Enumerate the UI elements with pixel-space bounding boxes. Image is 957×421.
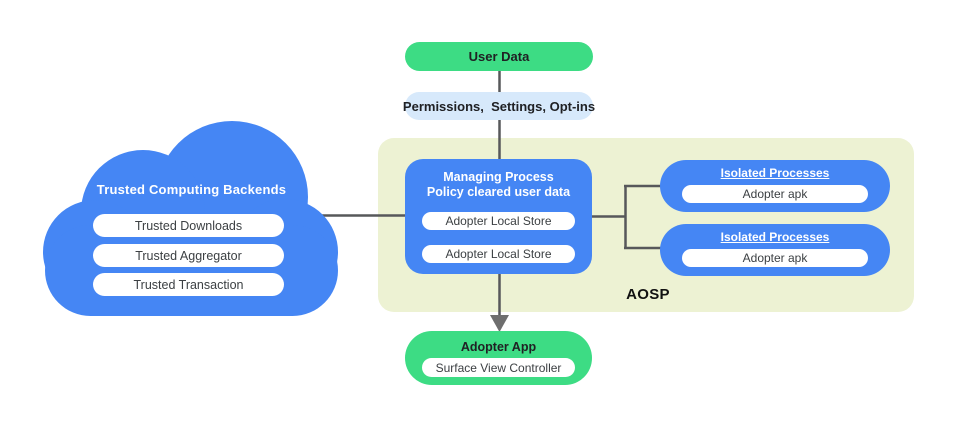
aosp-label: AOSP (626, 286, 670, 303)
isolated-process-title-2: Isolated Processes (720, 230, 830, 244)
adopter-local-store-pill-2: Adopter Local Store (422, 245, 575, 263)
cloud-title: Trusted Computing Backends (96, 182, 287, 197)
adopter-local-store-pill-1: Adopter Local Store (422, 212, 575, 230)
managing-process-title-line1: Managing Process (443, 170, 554, 184)
trusted-transaction-pill: Trusted Transaction (93, 273, 284, 296)
isolated-process-title-1: Isolated Processes (720, 166, 830, 180)
isolated-process-box-1: Isolated Processes Adopter apk (660, 160, 890, 212)
adopter-apk-pill-1: Adopter apk (682, 185, 868, 203)
trusted-computing-backends-cloud: Trusted Computing Backends Trusted Downl… (43, 120, 338, 316)
adopter-app-box: Adopter App Surface View Controller (405, 331, 592, 385)
surface-view-controller-pill: Surface View Controller (422, 358, 575, 377)
trusted-downloads-pill: Trusted Downloads (93, 214, 284, 237)
adopter-app-title: Adopter App (460, 340, 537, 354)
managing-process-box: Managing Process Policy cleared user dat… (405, 159, 592, 274)
permissions-settings-optins-pill: Permissions, Settings, Opt-ins (403, 92, 595, 120)
isolated-process-box-2: Isolated Processes Adopter apk (660, 224, 890, 276)
managing-process-title: Managing Process Policy cleared user dat… (405, 170, 592, 199)
user-data-pill: User Data (405, 42, 593, 71)
adopter-apk-pill-2: Adopter apk (682, 249, 868, 267)
managing-process-title-line2: Policy cleared user data (426, 184, 571, 199)
trusted-aggregator-pill: Trusted Aggregator (93, 244, 284, 267)
arrowhead-down-icon (490, 315, 509, 332)
cloud-body (45, 225, 338, 316)
